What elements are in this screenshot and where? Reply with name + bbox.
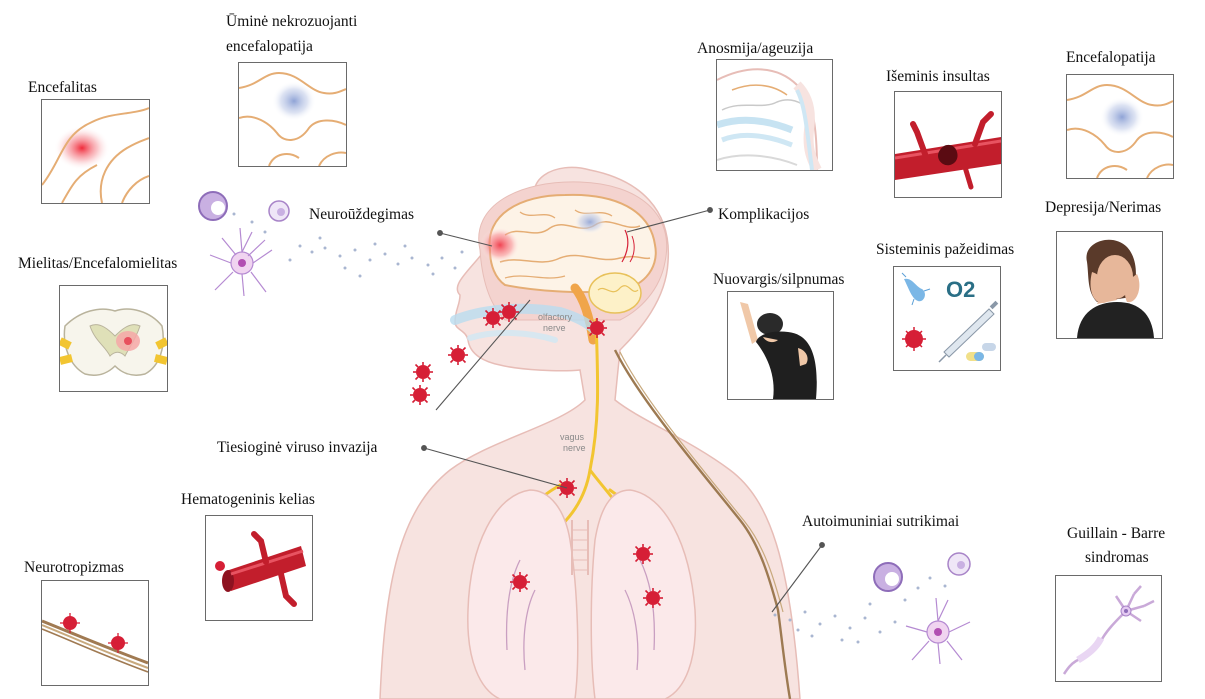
- label-hematogeninis: Hematogeninis kelias: [181, 490, 315, 509]
- anosmija-image: [716, 59, 833, 171]
- label-neurotropizmas: Neurotropizmas: [24, 558, 124, 577]
- olfactory-label-2: nerve: [543, 323, 566, 333]
- umine-brain-image: [238, 62, 347, 167]
- olfactory-label: olfactory: [538, 312, 573, 322]
- label-umine-line2: encefalopatija: [226, 37, 313, 56]
- depression-person-image: [1056, 231, 1163, 339]
- encefalitas-brain-image: [41, 99, 150, 204]
- ischemic-stroke-image: [894, 91, 1002, 198]
- label-autoimuniniai: Autoimuniniai sutrikimai: [802, 512, 959, 531]
- fatigue-person-image: [727, 291, 834, 400]
- label-mielitas: Mielitas/Encefalomielitas: [18, 254, 177, 273]
- label-umine-line1: Ūminė nekrozuojanti: [226, 12, 357, 31]
- label-depresija: Depresija/Nerimas: [1045, 198, 1161, 217]
- label-nuovargis: Nuovargis/silpnumas: [713, 270, 844, 289]
- label-sisteminis: Sisteminis pažeidimas: [876, 240, 1014, 259]
- label-komplikacijos: Komplikacijos: [718, 205, 809, 224]
- o2-text: O2: [946, 277, 975, 302]
- label-encefalitas: Encefalitas: [28, 78, 97, 97]
- blood-vessel-image: [205, 515, 313, 621]
- label-anosmija: Anosmija/ageuzija: [697, 39, 813, 58]
- label-neurouzdegimas: Neuroūždegimas: [309, 205, 414, 224]
- label-tiesiogine: Tiesioginė viruso invazija: [217, 438, 377, 457]
- guillain-barre-neuron-image: [1055, 575, 1162, 682]
- spinal-cord-image: [59, 285, 168, 392]
- label-isemins: Išeminis insultas: [886, 67, 990, 86]
- label-guillain-line1: Guillain - Barre: [1067, 524, 1165, 543]
- systemic-damage-image: O2: [893, 266, 1001, 371]
- label-encefalopatija: Encefalopatija: [1066, 48, 1156, 67]
- encefalopatija-image: [1066, 74, 1174, 179]
- vagus-label: vagus: [560, 432, 585, 442]
- neurotropism-nerve-image: [41, 580, 149, 686]
- vagus-label-2: nerve: [563, 443, 586, 453]
- label-guillain-line2: sindromas: [1085, 548, 1149, 567]
